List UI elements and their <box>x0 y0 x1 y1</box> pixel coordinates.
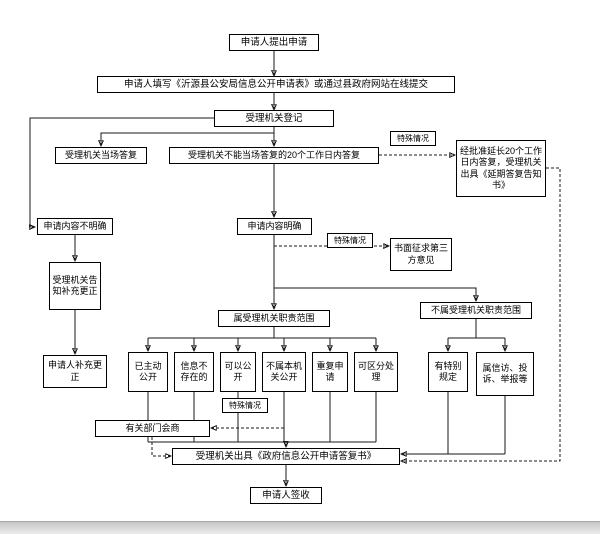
node-register: 受理机关登记 <box>214 110 334 127</box>
node-applicant-supplement-correct: 申请人补充更正 <box>43 355 107 388</box>
node-repeat-application: 重复申请 <box>312 352 348 392</box>
node-already-public: 已主动公开 <box>128 352 168 392</box>
node-fill-form: 申请人填写《沂源县公安局信息公开申请表》或通过县政府网站在线提交 <box>97 76 455 93</box>
node-third-party-opinion: 书面征求第三方意见 <box>390 238 452 271</box>
node-not-this-organ: 不属本机关公开 <box>262 352 306 392</box>
node-content-clear: 申请内容明确 <box>237 218 312 235</box>
node-departments-consultation: 有关部门会商 <box>95 420 210 437</box>
node-onspot-reply: 受理机关当场答复 <box>55 147 147 164</box>
window-bottom-edge <box>0 521 600 534</box>
node-special-case-2: 特殊情况 <box>327 233 373 248</box>
node-can-be-public: 可以公开 <box>220 352 256 392</box>
node-within-duty-scope: 属受理机关职责范围 <box>218 310 330 327</box>
node-petition-complaint-report: 属信访、投诉、举报等 <box>476 352 534 396</box>
node-notify-supplement-correct: 受理机关告知补充更正 <box>49 262 101 310</box>
node-apply: 申请人提出申请 <box>229 34 319 51</box>
node-special-case-1: 特殊情况 <box>390 131 436 146</box>
node-special-case-3: 特殊情况 <box>222 398 268 413</box>
node-special-provisions: 有特别规定 <box>428 352 468 392</box>
node-applicant-sign-receipt: 申请人签收 <box>250 487 322 504</box>
node-info-not-exist: 信息不存在的 <box>174 352 214 392</box>
node-content-unclear: 申请内容不明确 <box>37 218 113 235</box>
node-distinguishable-handling: 可区分处理 <box>354 352 398 392</box>
node-issue-reply-document: 受理机关出具《政府信息公开申请答复书》 <box>172 448 400 465</box>
node-extend-20-days: 经批准延长20个工作日内答复，受理机关出具《延期答复告知书》 <box>456 140 546 197</box>
node-reply-within-20-days: 受理机关不能当场答复的20个工作日内答复 <box>169 147 379 164</box>
node-outside-duty-scope: 不属受理机关职责范围 <box>420 302 532 319</box>
